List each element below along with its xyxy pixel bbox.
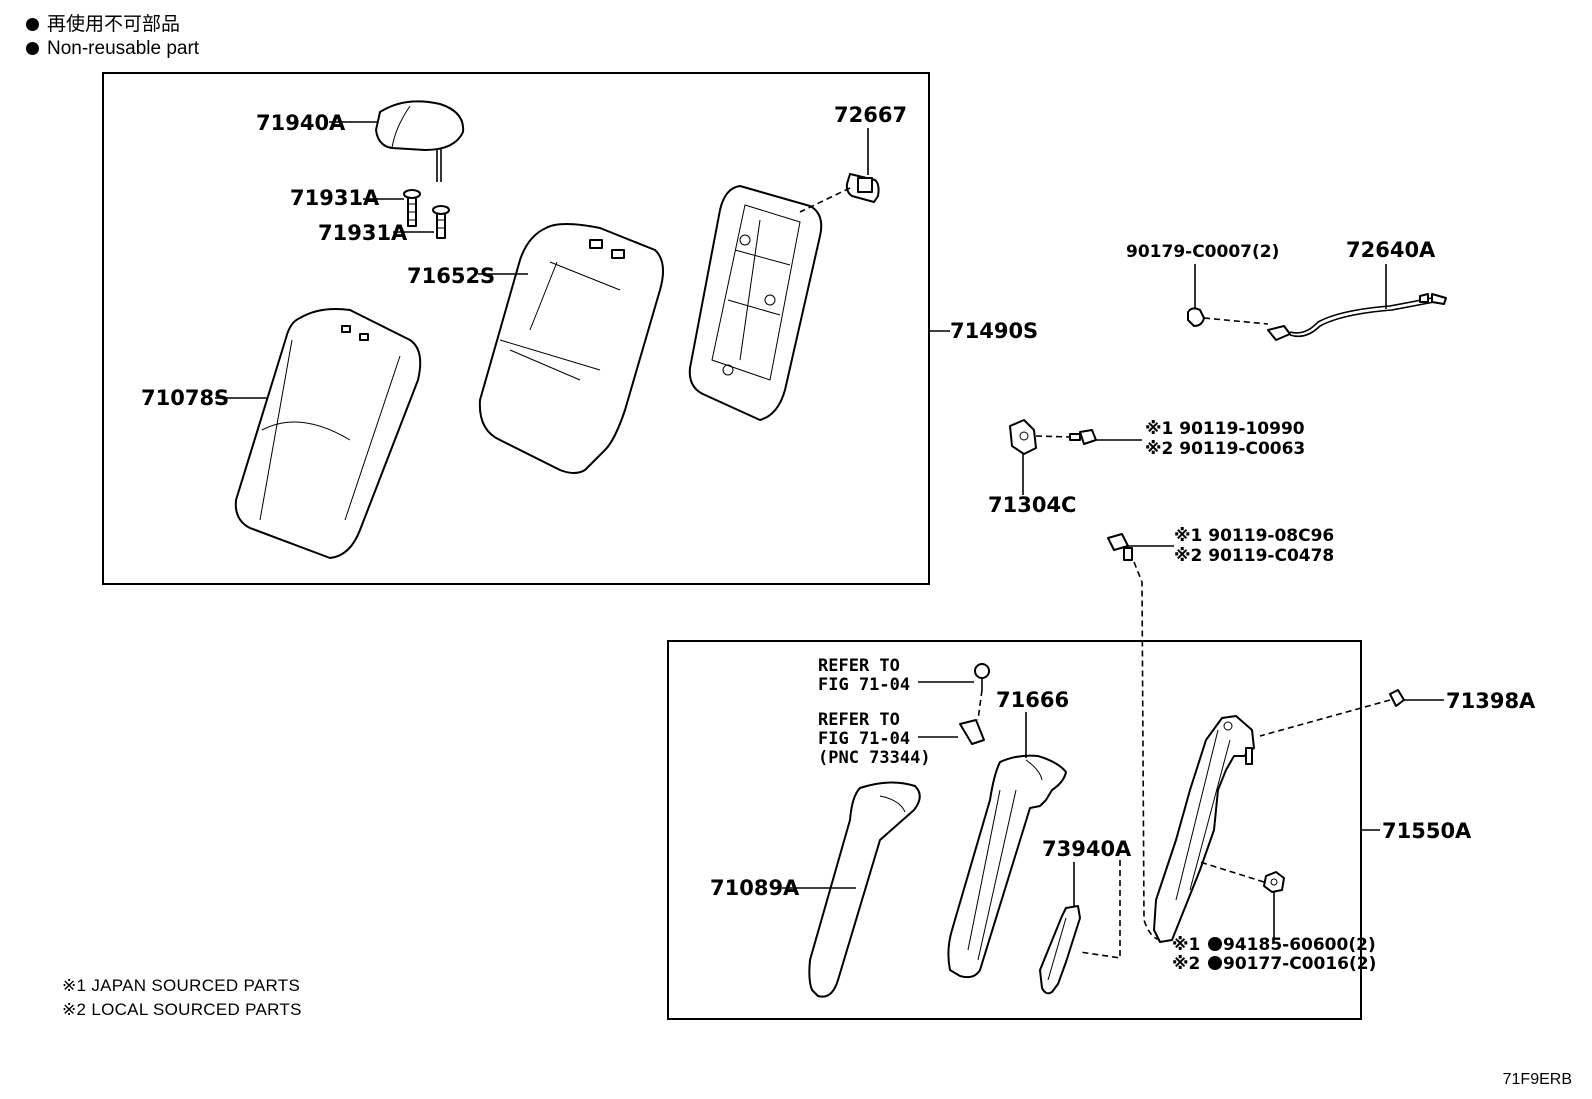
label-71490S: 71490S xyxy=(950,319,1038,343)
seatback-frame-part[interactable] xyxy=(688,185,823,421)
label-90179: 90179-C0007(2) xyxy=(1126,242,1279,262)
label-90177-mark: ※2 xyxy=(1172,954,1200,974)
label-refer-1b: FIG 71-04 xyxy=(818,675,910,695)
label-71931A-1: 71931A xyxy=(290,186,380,210)
non-reusable-dot-icon xyxy=(26,42,39,55)
bracket-bolt-part[interactable] xyxy=(1069,429,1097,445)
label-refer-2a: REFER TO xyxy=(818,710,900,730)
label-90119-10990: ※1 90119-10990 xyxy=(1145,419,1305,439)
label-71940A: 71940A xyxy=(256,111,346,135)
label-90177: 90177-C0016(2) xyxy=(1223,954,1376,974)
armrest-pad-part[interactable] xyxy=(808,781,921,998)
seat-harness-part[interactable] xyxy=(1267,293,1447,341)
small-clip-part[interactable] xyxy=(1389,689,1405,707)
label-71666: 71666 xyxy=(996,688,1069,712)
label-94185-mark: ※1 xyxy=(1172,935,1200,955)
figure-code: 71F9ERB xyxy=(1502,1071,1572,1088)
label-90119-08C96: ※1 90119-08C96 xyxy=(1174,526,1334,546)
non-reusable-dot-icon xyxy=(26,18,39,31)
armrest-frame-part[interactable] xyxy=(1153,715,1255,943)
footnote-local: ※2 LOCAL SOURCED PARTS xyxy=(62,1000,302,1019)
label-71089A: 71089A xyxy=(710,876,800,900)
seatback-lock-part[interactable] xyxy=(845,173,880,203)
headrest-guide-bolt-2[interactable] xyxy=(432,205,450,239)
harness-clip-part[interactable] xyxy=(1187,307,1205,327)
label-refer-2b: FIG 71-04 xyxy=(818,729,910,749)
label-71931A-2: 71931A xyxy=(318,221,408,245)
nut-part[interactable] xyxy=(1263,871,1285,893)
label-72667: 72667 xyxy=(834,103,907,127)
label-90119-C0478: ※2 90119-C0478 xyxy=(1174,546,1334,566)
trim-part[interactable] xyxy=(1039,905,1081,995)
label-73940A: 73940A xyxy=(1042,837,1132,861)
side-panel-part[interactable] xyxy=(947,754,1067,979)
armrest-bolt-part[interactable] xyxy=(1107,533,1133,561)
label-71304C: 71304C xyxy=(988,493,1076,517)
label-71550A: 71550A xyxy=(1382,819,1472,843)
headrest-part[interactable] xyxy=(375,100,465,182)
label-94185: 94185-60600(2) xyxy=(1223,935,1376,955)
headrest-guide-bolt-1[interactable] xyxy=(403,189,421,227)
label-71078S: 71078S xyxy=(141,386,229,410)
clip-part[interactable] xyxy=(959,719,985,745)
label-72640A: 72640A xyxy=(1346,238,1436,262)
bracket-part[interactable] xyxy=(1009,419,1037,455)
screw-part[interactable] xyxy=(974,663,990,690)
label-71398A: 71398A xyxy=(1446,689,1536,713)
non-reusable-dot-icon xyxy=(1208,956,1222,970)
label-refer-2c: (PNC 73344) xyxy=(818,748,931,768)
seatback-cover-part[interactable] xyxy=(234,308,422,559)
label-refer-1a: REFER TO xyxy=(818,656,900,676)
legend-japanese: 再使用不可部品 xyxy=(26,14,180,36)
footnote-japan: ※1 JAPAN SOURCED PARTS xyxy=(62,976,301,995)
non-reusable-dot-icon xyxy=(1208,937,1222,951)
label-90119-C0063: ※2 90119-C0063 xyxy=(1145,439,1305,459)
seatback-assembly-box xyxy=(102,72,930,585)
seatback-pad-part[interactable] xyxy=(478,223,665,474)
legend-english: Non-reusable part xyxy=(26,38,199,60)
label-71652S: 71652S xyxy=(407,264,495,288)
